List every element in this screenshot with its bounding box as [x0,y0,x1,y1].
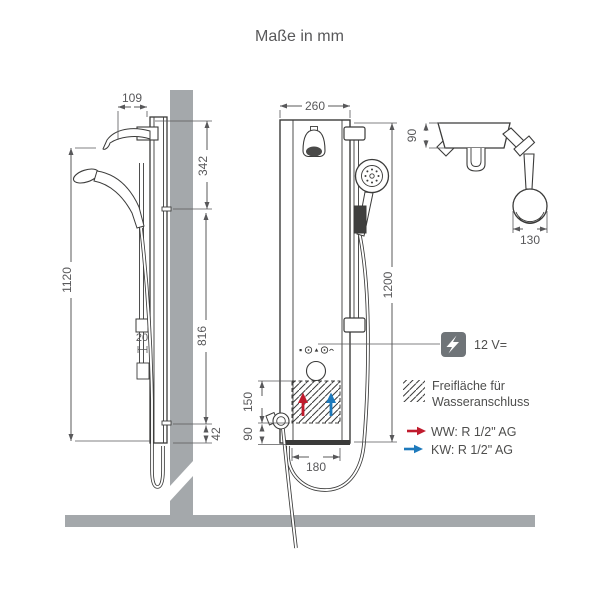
cold-water-arrow [326,392,336,416]
hand-shower-head-top [512,188,548,224]
wall-and-floor [65,90,535,527]
warm-water-arrow [298,392,308,416]
head-top-inner-arc-1 [515,211,545,223]
power-label: 12 V= [474,338,507,352]
panel-top-view [437,122,511,149]
hand-shower-spray-dots [364,168,380,184]
rail-bracket-side [135,318,149,333]
dim-130: 130 [512,211,548,247]
dim-90-top-label: 90 [405,129,419,143]
hand-shower-holder [353,205,367,234]
legend: 12 V= Freifläche für Wasseranschluss WW:… [403,332,530,457]
inlet-hose-core [282,428,297,549]
dim-150-label: 150 [241,392,255,412]
dim-109: 109 [117,91,148,140]
dim-1200: 1200 [354,122,397,443]
dim-1120-label: 1120 [60,267,74,293]
overhead-shower-top-inner [470,148,482,167]
overhead-spray-face [306,146,322,157]
water-inlet-nut [272,412,290,430]
hand-shower-center [369,173,375,179]
floor [65,515,535,527]
hand-shower-head-front [354,158,390,194]
hose-side-core [140,227,164,488]
panel-detail-box [136,362,150,380]
front-view: 260 1200 150 90 [241,99,440,549]
hand-shower-handle-top [523,153,535,190]
dim-180: 180 [291,448,341,474]
free-area-label-line2: Wasseranschluss [432,395,530,409]
page-title: Maße in mm [255,28,344,45]
wall-lower [170,476,193,515]
dim-260: 260 [279,99,351,118]
cold-water-label: KW: R 1/2" AG [431,443,513,457]
wall-bracket-lower [161,420,172,426]
dim-260-label: 260 [305,99,325,113]
top-view: 90 130 [405,122,548,247]
lightning-icon [446,335,459,354]
dim-180-label: 180 [306,460,326,474]
cold-water-key-arrow [404,444,423,454]
free-area-key-icon [403,380,425,402]
dim-816-label: 816 [195,326,209,346]
dim-90-front: 90 [241,424,286,445]
dim-42-label: 42 [209,427,223,441]
hand-shower-arm-top-b [513,135,536,157]
side-view: 109 342 1120 816 4 [60,91,223,489]
hose-front-core [287,235,369,491]
wall-upper [170,90,193,486]
rail-bracket-bottom [343,317,366,333]
dim-90-top: 90 [405,122,446,149]
dim-342: 342 [155,120,212,210]
water-inlet-nut-inner [276,416,286,426]
dim-1200-label: 1200 [381,271,395,298]
free-area-label-line1: Freifläche für [432,379,505,393]
dim-20: 20 [136,332,148,353]
warm-water-key-arrow [407,426,426,436]
control-knob [305,360,327,382]
dim-342-label: 342 [196,156,210,176]
dim-130-label: 130 [520,233,540,247]
warm-water-label: WW: R 1/2" AG [431,425,516,439]
dim-90-front-label: 90 [241,427,255,441]
control-icons [299,346,334,354]
dim-20-label: 20 [136,332,148,344]
wall-bracket-upper [161,206,172,212]
panel-bottom-bar [284,440,350,445]
dim-109-label: 109 [122,91,142,105]
hand-shower-body-side [93,170,145,229]
dim-816: 816 [173,213,212,425]
dim-1120: 1120 [60,147,150,442]
dim-150: 150 [241,380,292,424]
overhead-shower-top-view [466,148,486,172]
dim-42: 42 [173,425,223,444]
rail-bracket-top [343,126,366,141]
hand-shower-spray-ring [361,165,383,187]
overhead-shower-arm-side [102,128,151,150]
head-top-inner-arc-2 [518,215,542,225]
